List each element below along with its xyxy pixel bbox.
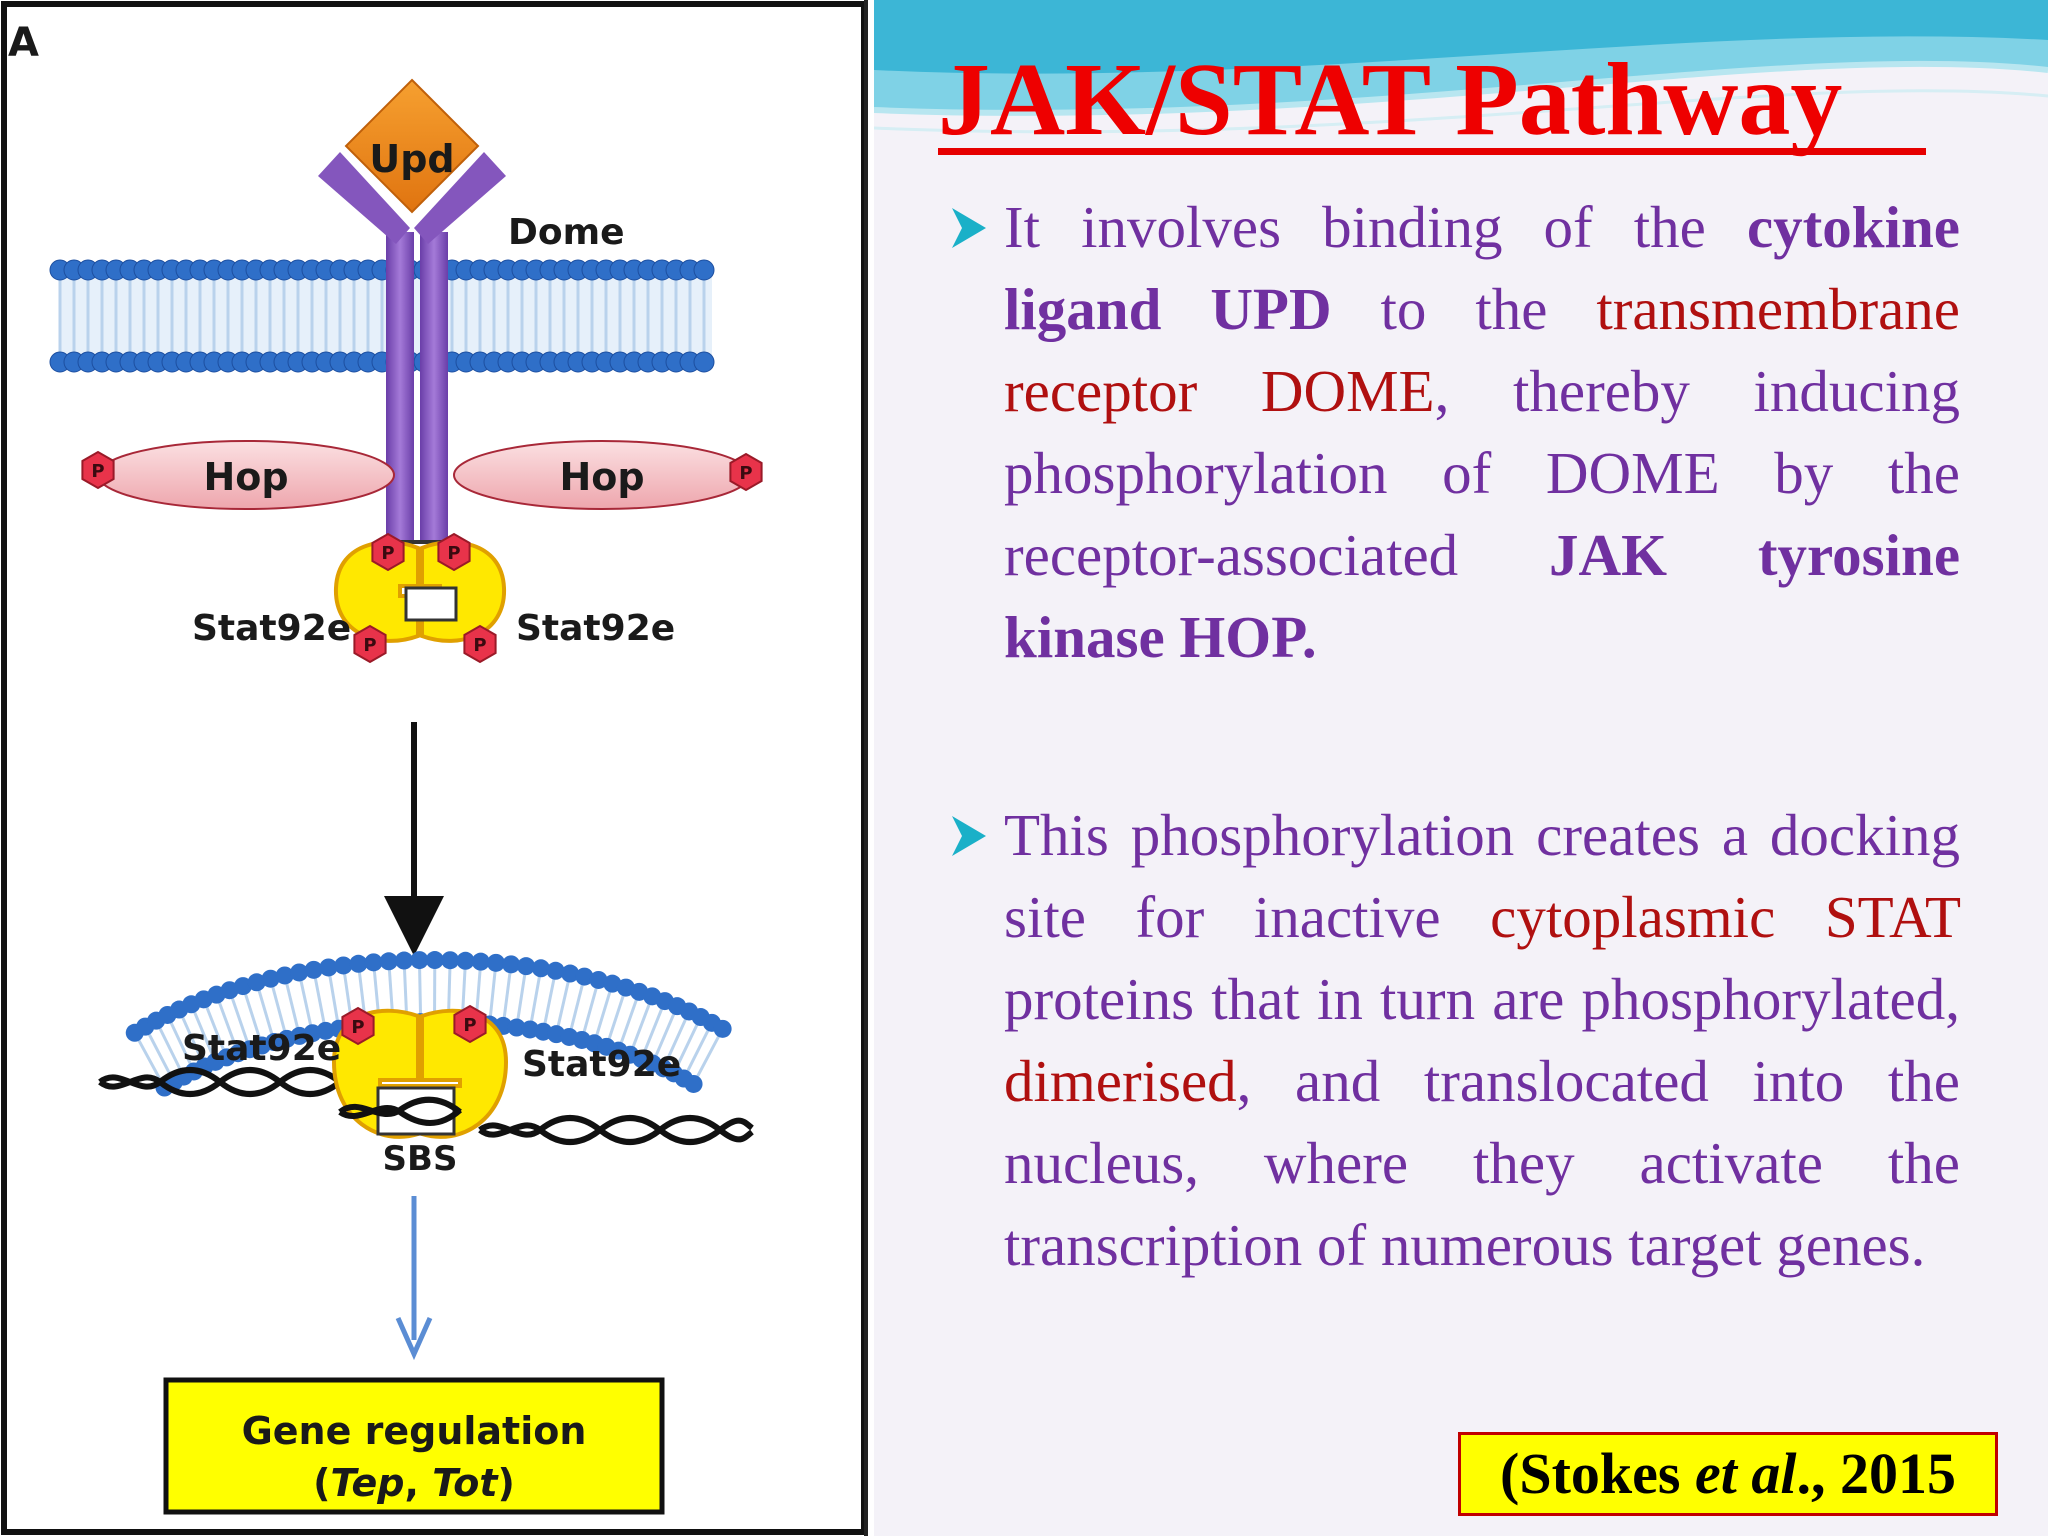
gene-regulation-box: Gene regulation (Tep, Tot) (163, 1377, 665, 1515)
pathway-diagram: A Upd Dome Hop Hop (1, 0, 868, 1536)
citation-pre: (Stokes (1500, 1441, 1695, 1506)
pathway-figure-panel: A Upd Dome Hop Hop (0, 0, 874, 1536)
citation-post: ., 2015 (1796, 1441, 1956, 1506)
phospho-groups-upper: P P P P P P (81, 450, 763, 664)
phospho-label: P (739, 463, 752, 484)
phospho-icon: P (341, 1006, 375, 1046)
slide-title: JAK/STAT Pathway (938, 42, 1843, 157)
bullet-segment: , and translocated into the nucleus, whe… (1004, 1048, 1960, 1278)
phospho-icon: P (81, 450, 115, 490)
target-genes-label: (Tep, Tot) (313, 1461, 515, 1505)
phospho-icon: P (353, 624, 387, 664)
stat92e-upper-right-label: Stat92e (516, 608, 675, 649)
bullet-ligand-binding: It involves binding of the cytokine liga… (946, 186, 1960, 678)
hop-jak-right: Hop (453, 440, 751, 510)
phospho-label: P (447, 543, 460, 564)
hop-right-label: Hop (559, 455, 644, 499)
phospho-label: P (363, 635, 376, 656)
bullet-text: It involves binding of the cytokine liga… (1004, 186, 1960, 678)
phospho-icon: P (437, 532, 471, 572)
phospho-label: P (463, 1015, 476, 1036)
bullet-stat-docking: This phosphorylation creates a docking s… (946, 794, 1960, 1286)
stat92e-upper-left-label: Stat92e (192, 608, 351, 649)
dome-label: Dome (508, 212, 625, 253)
dome-receptor (318, 152, 506, 544)
bullet-segment: dimerised (1004, 1048, 1237, 1114)
phospho-icon: P (729, 452, 763, 492)
cell-membrane-upper (49, 259, 715, 373)
stat92e-lower-right-label: Stat92e (522, 1044, 681, 1085)
bullet-segment: transmembrane receptor DOME (1004, 276, 1960, 424)
bullet-text: This phosphorylation creates a docking s… (1004, 794, 1960, 1286)
phospho-label: P (91, 461, 104, 482)
upd-label: Upd (369, 137, 454, 181)
upd-ligand: Upd (344, 78, 480, 214)
bullet-segment: cytokine ligand UPD (1004, 194, 1960, 342)
title-underline (938, 148, 1926, 155)
bullet-segment: , thereby inducing phosphorylation of DO… (1004, 358, 1961, 588)
phospho-icon: P (453, 1004, 487, 1044)
bullet-segment: cytoplasmic STAT (1490, 884, 1960, 950)
phospho-label: P (381, 543, 394, 564)
phospho-icon: P (371, 532, 405, 572)
stat92e-lower-left-label: Stat92e (182, 1028, 341, 1069)
panel-label: A (8, 20, 39, 66)
bullet-segment: to the (1331, 276, 1597, 342)
bullet-segment: It involves binding of the (1004, 194, 1747, 260)
bullet-segment: JAK tyrosine kinase HOP. (1004, 522, 1961, 670)
phospho-label: P (351, 1017, 364, 1038)
bullet-segment: This phosphorylation creates a docking s… (1004, 802, 1960, 950)
slide-background (874, 0, 2048, 1536)
dna-strand (98, 1067, 754, 1145)
hop-left-label: Hop (203, 455, 288, 499)
phospho-icon: P (463, 624, 497, 664)
sbs-label: SBS (383, 1139, 458, 1179)
bullet-arrow-icon (952, 816, 986, 856)
phospho-label: P (473, 635, 486, 656)
citation-box: (Stokes et al., 2015 (1458, 1432, 1998, 1516)
hop-jak-left: Hop (97, 440, 395, 510)
stat92e-dimer-lower (331, 1008, 509, 1139)
bullet-segment: proteins that in turn are phosphorylated… (1004, 966, 1960, 1032)
gene-regulation-label: Gene regulation (242, 1409, 587, 1453)
citation-italic: et al (1694, 1441, 1797, 1506)
bullet-arrow-icon (952, 208, 986, 248)
